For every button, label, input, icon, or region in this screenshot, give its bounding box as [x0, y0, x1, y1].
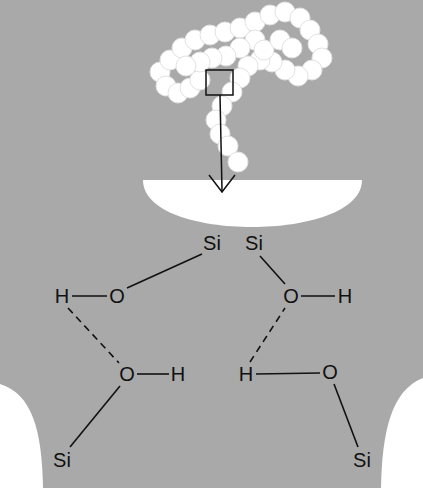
- atom-label: H: [171, 364, 185, 384]
- atom-label: Si: [353, 450, 371, 470]
- approach-arrow: [209, 95, 235, 192]
- atom-label: Si: [53, 450, 71, 470]
- polymer-bead: [176, 56, 196, 76]
- polymer-bead: [228, 152, 248, 172]
- atom-label: O: [283, 286, 299, 306]
- atom-label: Si: [245, 233, 263, 253]
- atom-label: O: [109, 286, 125, 306]
- segment-box: [206, 70, 233, 95]
- contact-gap: [143, 180, 362, 227]
- polymer-chain: [150, 2, 332, 172]
- atom-label: Si: [203, 233, 221, 253]
- pore-right: [381, 378, 423, 488]
- bonds: [68, 254, 358, 447]
- atom-label: H: [55, 286, 69, 306]
- atom-label: O: [322, 362, 338, 382]
- atom-label: O: [119, 364, 135, 384]
- polymer-bead: [282, 38, 302, 58]
- atom-label: H: [239, 364, 253, 384]
- atom-label: H: [338, 286, 352, 306]
- pore-left: [0, 384, 43, 488]
